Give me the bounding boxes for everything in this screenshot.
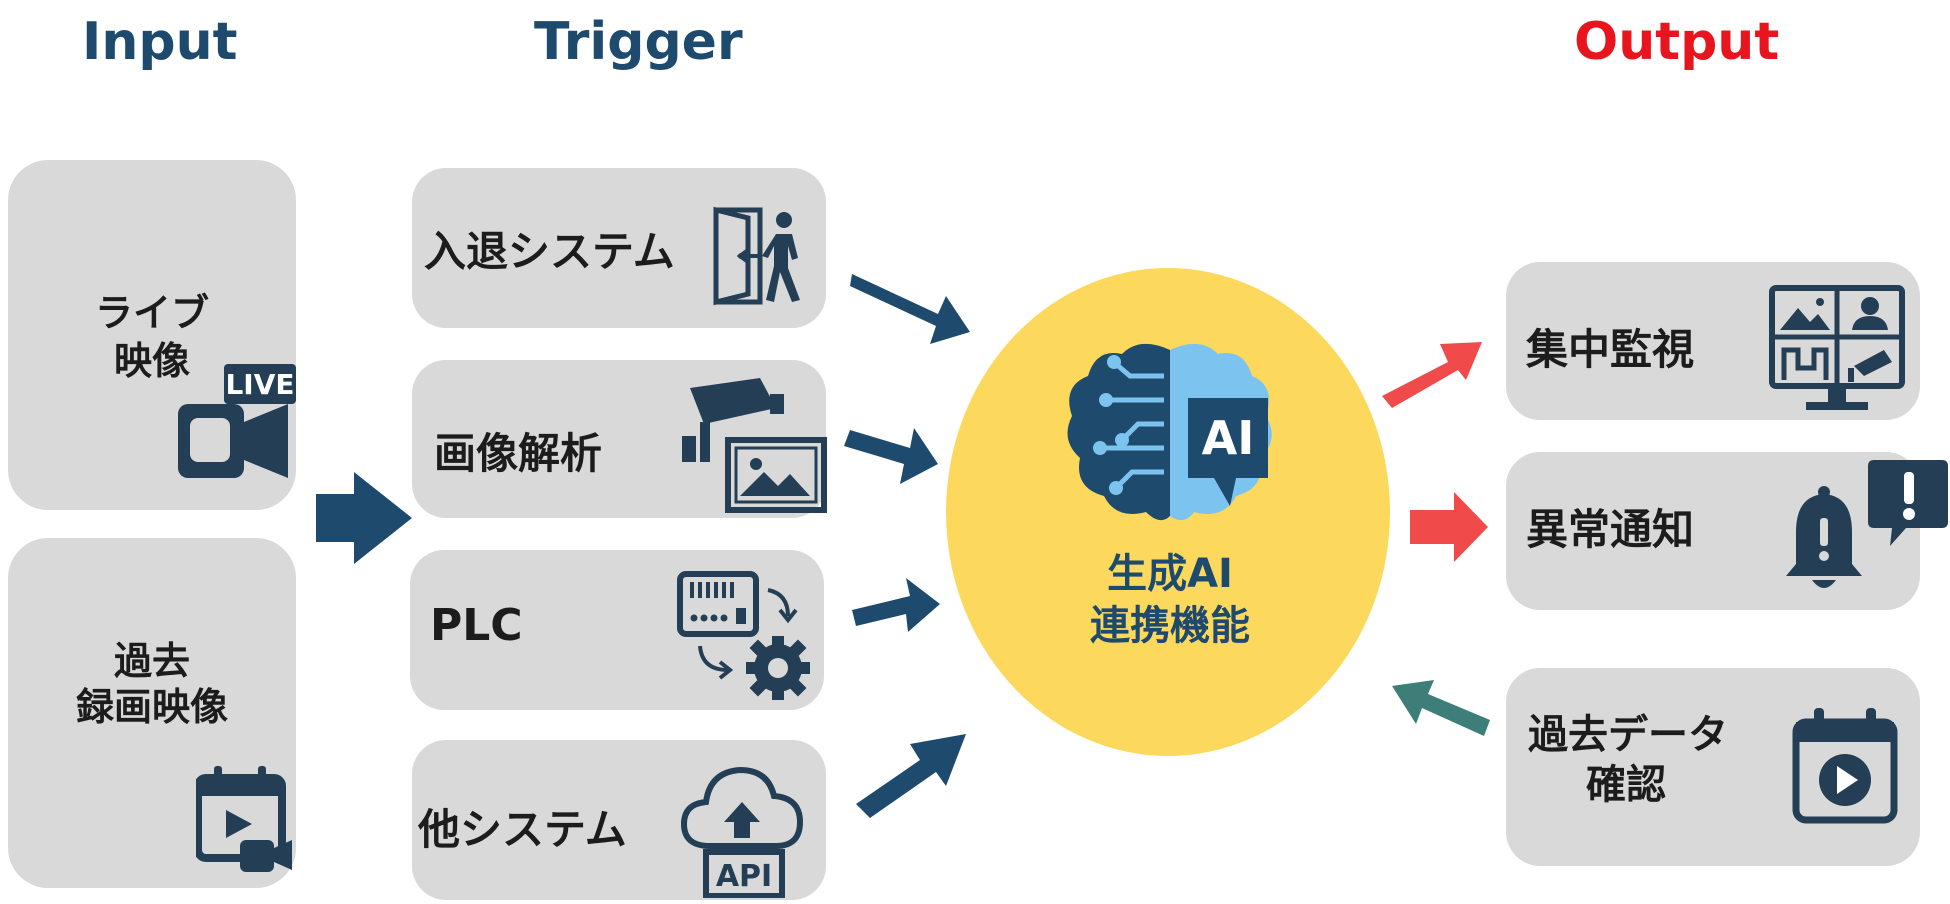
trigger-label-image-analysis: 画像解析 xyxy=(434,429,603,478)
generative-ai-label-line1: 生成AI xyxy=(1107,551,1233,597)
camera-image-icon xyxy=(680,368,830,520)
bell-alert-icon xyxy=(1780,456,1950,600)
trigger-label-plc: PLC xyxy=(430,600,523,651)
arrow-trigger-1 xyxy=(850,274,970,344)
trigger-label-access: 入退システム xyxy=(424,227,675,276)
ai-brain-icon: AI xyxy=(1060,336,1280,540)
input-to-trigger-arrow xyxy=(316,472,412,564)
door-person-icon xyxy=(712,206,812,310)
trigger-header: Trigger xyxy=(534,12,743,72)
arrow-trigger-3 xyxy=(852,578,940,632)
arrow-trigger-4 xyxy=(856,734,966,818)
past-recording-label-1: 過去 xyxy=(114,639,191,683)
plc-gear-icon xyxy=(676,570,826,714)
generative-ai-label-line2: 連携機能 xyxy=(1090,603,1250,649)
live-camera-icon: LIVE xyxy=(178,364,298,486)
output-label-past-data-1: 過去データ xyxy=(1528,712,1728,758)
output-label-monitoring: 集中監視 xyxy=(1526,325,1695,374)
generative-ai-label: 生成AI 連携機能 xyxy=(1040,548,1300,652)
past-recording-label-2: 録画映像 xyxy=(76,685,229,729)
calendar-play-icon xyxy=(1792,706,1898,828)
output-label-alert: 異常通知 xyxy=(1526,505,1695,554)
arrow-to-alert xyxy=(1410,492,1488,562)
ai-badge-text: AI xyxy=(1202,411,1255,465)
output-label-past-data-2: 確認 xyxy=(1586,762,1666,808)
cloud-api-icon: API xyxy=(680,752,804,902)
input-header: Input xyxy=(82,12,238,72)
live-video-label-2: 映像 xyxy=(114,339,191,383)
monitor-grid-icon xyxy=(1768,284,1906,420)
api-badge-text: API xyxy=(716,859,772,894)
calendar-video-icon xyxy=(194,766,296,878)
live-video-label-1: ライブ xyxy=(95,291,210,335)
arrow-to-monitoring xyxy=(1382,342,1482,408)
output-header: Output xyxy=(1574,12,1780,72)
trigger-label-other: 他システム xyxy=(418,805,627,854)
past-recording-box xyxy=(8,538,296,888)
live-badge-text: LIVE xyxy=(225,368,294,401)
arrow-trigger-2 xyxy=(844,428,938,484)
arrow-from-past-data xyxy=(1392,680,1490,736)
